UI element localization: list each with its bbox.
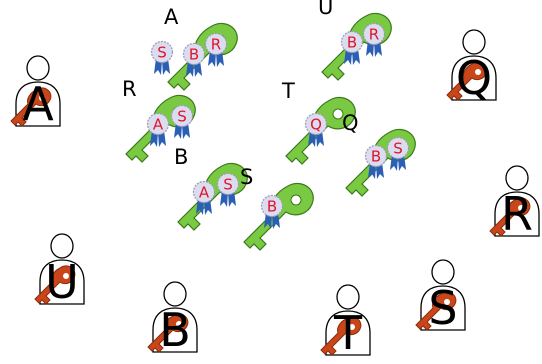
private-key-icon bbox=[147, 313, 189, 353]
endorsement-letter: S bbox=[177, 108, 187, 126]
key-owner-label: U bbox=[318, 0, 333, 19]
endorsement-letter: Q bbox=[310, 116, 322, 134]
private-key-icon bbox=[34, 265, 76, 305]
private-key-icon bbox=[415, 291, 457, 331]
person-head bbox=[163, 281, 187, 307]
person-head bbox=[431, 259, 455, 285]
endorsement-letter: B bbox=[189, 46, 199, 64]
person-label: A bbox=[22, 77, 54, 131]
endorsement-badge: S bbox=[150, 40, 174, 75]
endorsement-badge: S bbox=[216, 172, 240, 207]
endorsement-letter: R bbox=[369, 26, 379, 44]
key-owner-label: A bbox=[164, 5, 179, 29]
key-owner-label: R bbox=[122, 77, 137, 101]
person-b: B bbox=[147, 281, 198, 357]
key-owner-label: S bbox=[240, 165, 253, 189]
private-key-icon bbox=[446, 61, 488, 101]
person-label: R bbox=[501, 187, 533, 241]
endorsement-letter: R bbox=[211, 36, 221, 54]
person-label: Q bbox=[456, 51, 492, 105]
endorsement-badge: B bbox=[364, 144, 388, 179]
person-label: T bbox=[333, 306, 363, 359]
endorsement-badge: B bbox=[182, 42, 206, 77]
person-t: T bbox=[320, 284, 371, 360]
endorsement-letter: A bbox=[153, 116, 164, 134]
endorsement-badge: Q bbox=[304, 112, 328, 147]
endorsement-badge: A bbox=[192, 180, 216, 215]
person-head bbox=[462, 29, 486, 55]
endorsement-badge: B bbox=[340, 30, 364, 65]
endorsement-letter: A bbox=[199, 184, 210, 202]
endorsement-badge: R bbox=[204, 32, 228, 67]
key-owner-label: T bbox=[281, 79, 295, 103]
private-key-icon bbox=[320, 316, 362, 356]
endorsement-letter: S bbox=[393, 140, 403, 158]
endorsement-badge: R bbox=[362, 22, 386, 57]
person-a: A bbox=[10, 55, 61, 131]
endorsement-badge: S bbox=[386, 136, 410, 171]
public-key-a: AS BR bbox=[150, 5, 238, 91]
person-r: R bbox=[489, 165, 540, 241]
endorsement-letter: B bbox=[347, 34, 357, 52]
person-label: U bbox=[45, 255, 79, 309]
key-owner-label: B bbox=[174, 145, 188, 169]
public-key-s: SB bbox=[240, 165, 314, 251]
person-u: U bbox=[34, 233, 85, 309]
endorsement-badge: B bbox=[260, 194, 284, 229]
person-head bbox=[50, 233, 74, 259]
person-label: S bbox=[428, 281, 457, 335]
endorsement-letter: B bbox=[371, 148, 381, 166]
private-key-icon bbox=[489, 197, 531, 237]
person-q: Q bbox=[446, 29, 497, 105]
key-shape bbox=[243, 182, 314, 251]
endorsement-badge: S bbox=[170, 104, 194, 139]
public-key-t: TQ bbox=[281, 79, 356, 165]
endorsement-letter: B bbox=[267, 198, 277, 216]
person-head bbox=[336, 284, 360, 310]
endorsement-letter: S bbox=[223, 176, 233, 194]
endorsement-badge: A bbox=[146, 112, 170, 147]
key-owner-label: Q bbox=[342, 111, 359, 135]
person-label: B bbox=[159, 303, 191, 357]
private-key-icon bbox=[10, 87, 52, 127]
person-head bbox=[505, 165, 529, 191]
endorsement-letter: S bbox=[157, 44, 167, 62]
person-head bbox=[26, 55, 50, 81]
person-s: S bbox=[415, 259, 466, 335]
